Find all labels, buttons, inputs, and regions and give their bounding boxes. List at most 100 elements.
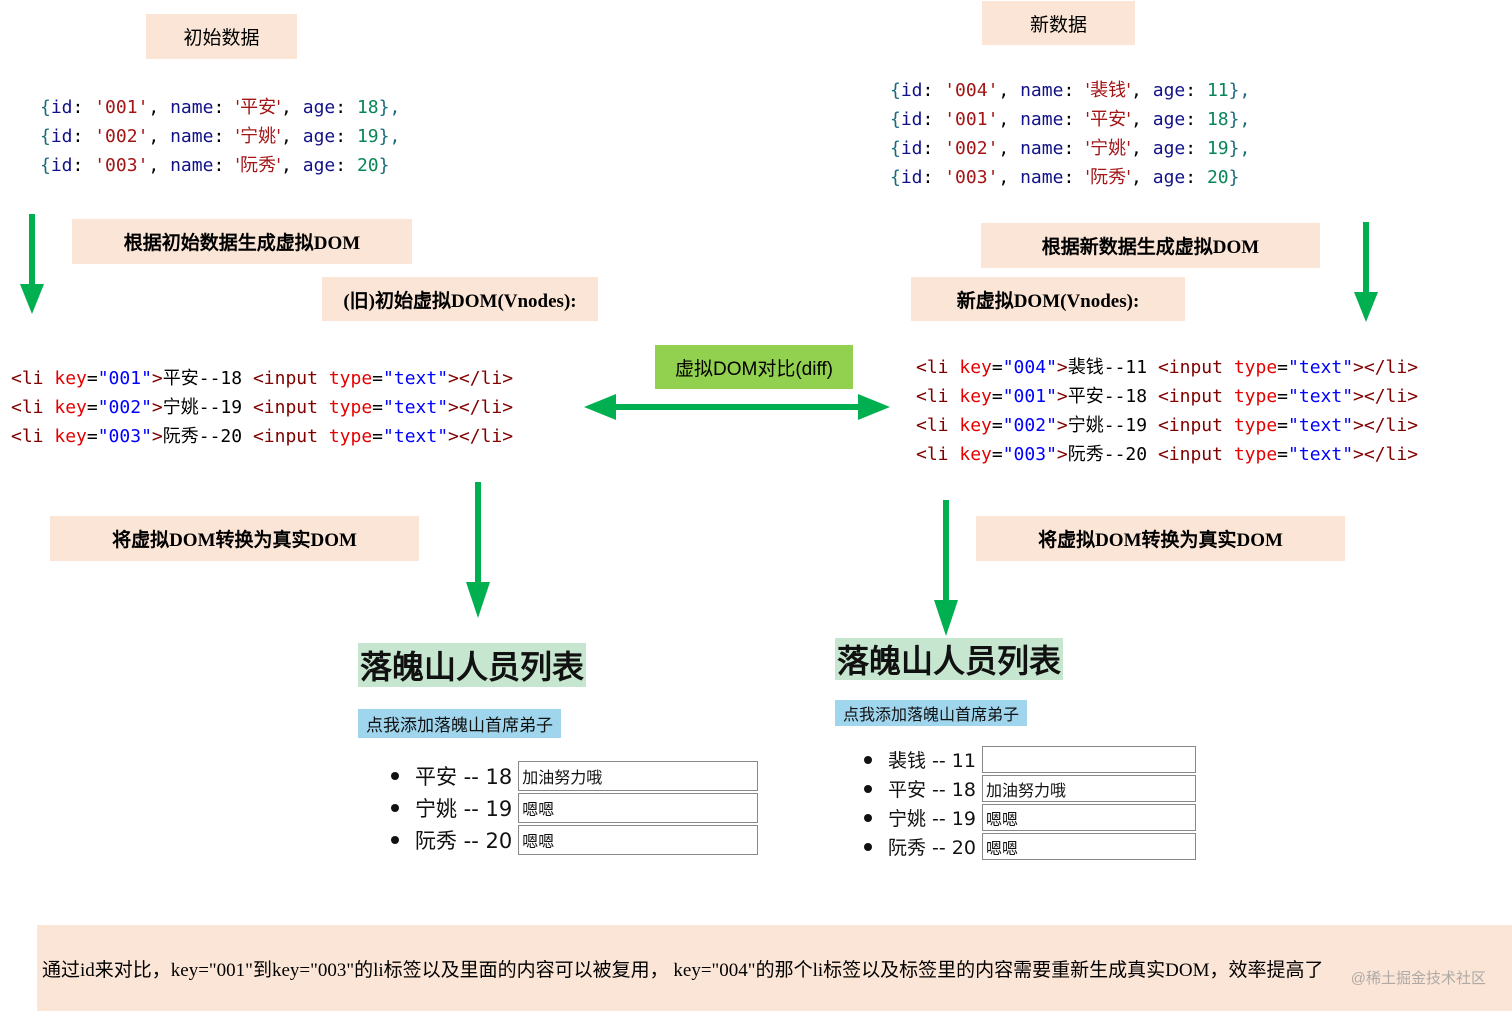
vnode-text: 平安	[162, 368, 199, 389]
code-punct: ,	[281, 155, 303, 176]
new-data-code: {id: '004', name: '裴钱', age: 11}, { id: '0…	[890, 76, 1250, 192]
list-item-input[interactable]	[518, 761, 759, 791]
vnode-line: <li key="002">宁姚--19 <input type="text">…	[916, 411, 1418, 440]
to-real-dom-label-right: 将虚拟DOM转换为真实DOM	[976, 516, 1345, 561]
code-brace: }	[1228, 167, 1240, 188]
list-item-input[interactable]	[981, 804, 1196, 831]
vnode-tag: <li	[11, 426, 44, 447]
code-punct: :	[72, 126, 95, 147]
list-item-input[interactable]	[518, 793, 759, 823]
code-brace: {	[890, 109, 901, 130]
code-key: name	[1020, 138, 1064, 159]
code-key: age	[1152, 138, 1186, 159]
code-key: id	[900, 80, 923, 101]
code-key: name	[170, 155, 214, 176]
code-punct: ,	[148, 155, 171, 176]
vnode-tag: >	[1056, 386, 1068, 407]
vnode-space	[318, 426, 329, 447]
diff-label: 虚拟DOM对比(diff)	[655, 345, 853, 389]
list-item: 阮秀 -- 20	[391, 824, 759, 856]
code-key: age	[1152, 80, 1186, 101]
vnode-space	[44, 368, 55, 389]
vnode-punct: =	[1277, 415, 1289, 436]
code-punct: ,	[281, 97, 303, 118]
vnode-tag: ></li>	[448, 368, 514, 389]
vnode-key-value: "001"	[97, 368, 152, 389]
code-punct: ,	[148, 126, 171, 147]
vnode-text: 平安	[1067, 386, 1104, 407]
code-key: name	[170, 126, 214, 147]
code-punct: :	[1185, 138, 1207, 159]
code-line: {id: '003', name: '阮秀', age: 20}	[40, 151, 400, 180]
vnode-type-value: "text"	[383, 368, 449, 389]
arrow-down-icon	[20, 214, 44, 314]
old-vnodes-label: (旧)初始虚拟DOM(Vnodes):	[322, 277, 598, 321]
list-item-input[interactable]	[981, 746, 1196, 773]
code-key: age	[302, 155, 336, 176]
code-punct: :	[72, 155, 95, 176]
vnode-space	[318, 368, 329, 389]
vnode-space	[44, 426, 55, 447]
code-line: {id: '001', name: '平安', age: 18},	[40, 93, 400, 122]
code-name-value: '平安'	[1085, 109, 1132, 130]
vnode-attr: type	[1233, 444, 1278, 465]
vnode-punct: =	[1277, 444, 1289, 465]
vnode-space	[949, 386, 960, 407]
code-punct: :	[922, 167, 945, 188]
vnode-text: 宁姚	[162, 397, 199, 418]
vnode-line: <li key="001">平安--18 <input type="text">…	[916, 382, 1418, 411]
vnode-punct: =	[1277, 357, 1289, 378]
vnode-attr: type	[328, 368, 373, 389]
list-item: 裴钱 -- 11	[864, 745, 1196, 774]
code-brace: },	[1228, 80, 1251, 101]
vnode-attr: key	[959, 386, 992, 407]
code-brace: {	[40, 97, 51, 118]
code-punct: ,	[998, 167, 1021, 188]
vnode-tag: <li	[11, 397, 44, 418]
list-item-label: 平安 -- 18	[415, 765, 513, 789]
vnode-tag: <li	[916, 444, 949, 465]
code-punct: ,	[1131, 167, 1153, 188]
list-item-input[interactable]	[981, 833, 1196, 860]
code-id-value: '002'	[944, 138, 999, 159]
code-name-value: '阮秀'	[1085, 167, 1132, 188]
vnode-type-value: "text"	[1288, 357, 1354, 378]
rendered-list-left: 平安 -- 18宁姚 -- 19阮秀 -- 20	[391, 760, 759, 856]
vnode-tag: >	[151, 397, 163, 418]
code-punct: ,	[998, 109, 1021, 130]
code-punct: :	[1063, 80, 1086, 101]
code-punct: :	[1185, 109, 1207, 130]
list-item: 阮秀 -- 20	[864, 832, 1196, 861]
new-data-label: 新数据	[982, 1, 1135, 45]
code-age-value: 18	[1206, 109, 1229, 130]
vnode-type-value: "text"	[383, 426, 449, 447]
footer-text: 通过id来对比，key="001"到key="003"的li标签以及里面的内容可…	[42, 960, 1324, 981]
code-brace: },	[1228, 109, 1251, 130]
vnode-tag: ></li>	[448, 397, 514, 418]
add-disciple-button-left[interactable]: 点我添加落魄山首席弟子	[358, 709, 561, 738]
vnode-tag: <li	[916, 386, 949, 407]
vnode-tag: >	[1056, 357, 1068, 378]
code-id-value: '002'	[94, 126, 149, 147]
bullet-icon	[391, 804, 399, 812]
code-name-value: '宁姚'	[1085, 138, 1132, 159]
vnode-key-value: "003"	[97, 426, 152, 447]
code-punct: :	[1063, 138, 1086, 159]
vnode-punct: =	[372, 368, 384, 389]
vnode-tag: <li	[11, 368, 44, 389]
vnode-space	[318, 397, 329, 418]
bullet-icon	[864, 784, 872, 793]
add-disciple-button-right[interactable]: 点我添加落魄山首席弟子	[835, 700, 1028, 726]
code-punct: ,	[1131, 138, 1153, 159]
list-item-label: 裴钱 -- 11	[888, 750, 976, 772]
vnode-tag: ></li>	[1353, 386, 1419, 407]
bullet-icon	[391, 772, 399, 780]
code-brace: },	[1228, 138, 1251, 159]
list-item-input[interactable]	[518, 825, 759, 855]
code-id-value: '001'	[94, 97, 149, 118]
list-item-input[interactable]	[981, 775, 1196, 802]
code-punct: :	[1185, 167, 1207, 188]
vnode-line: <li key="002">宁姚--19 <input type="text">…	[11, 393, 513, 422]
vnode-key-value: "001"	[1002, 386, 1057, 407]
code-line: {id: '004', name: '裴钱', age: 11},	[890, 76, 1250, 105]
